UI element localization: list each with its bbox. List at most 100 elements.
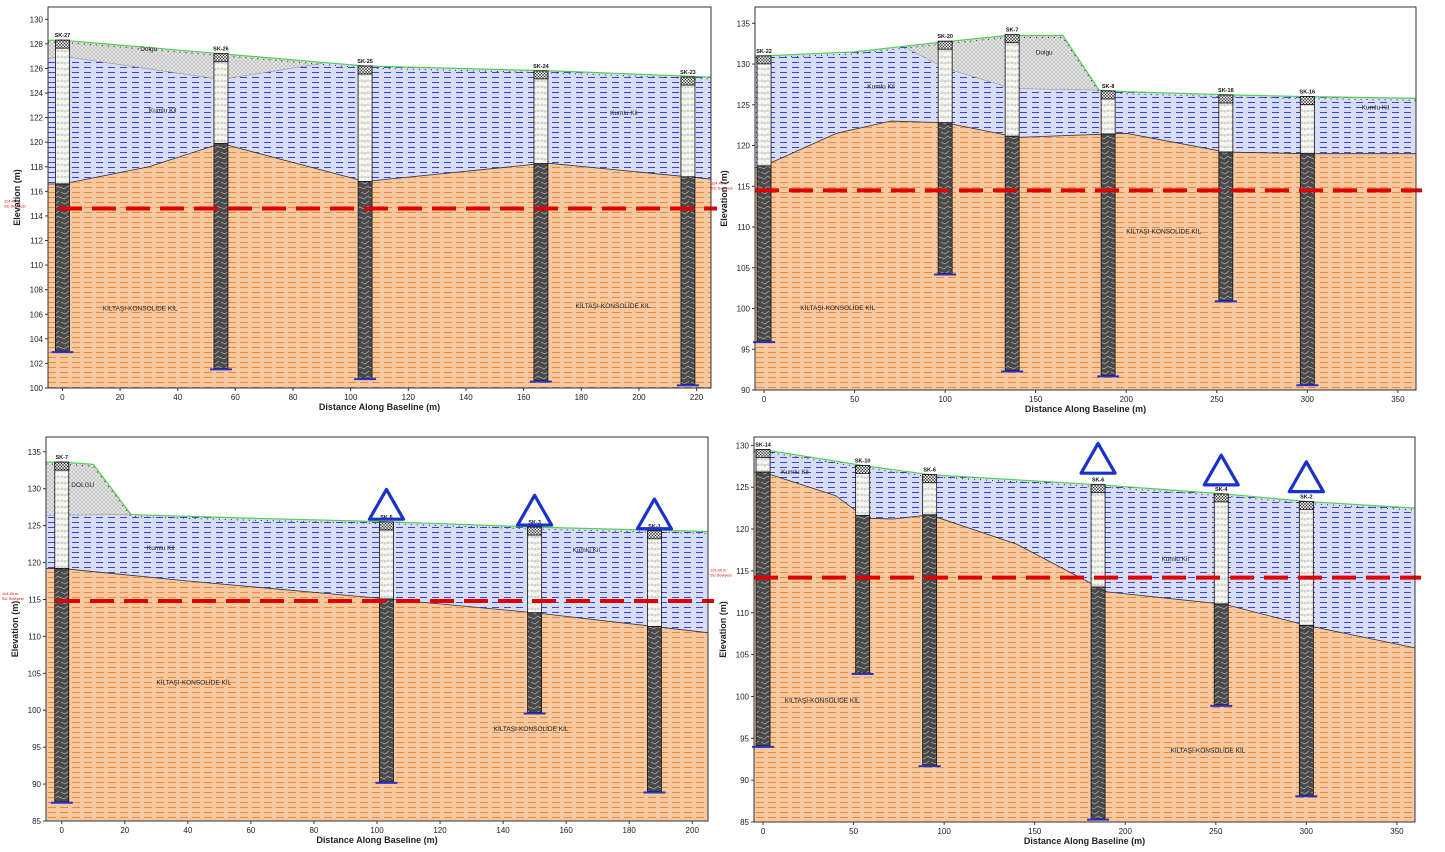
borehole-sk-24[interactable]: SK-24 bbox=[529, 64, 552, 383]
y-axis-title: Elevation (m) bbox=[10, 601, 20, 658]
layer-boundary-line bbox=[755, 120, 1416, 168]
x-tick-label: 300 bbox=[1301, 395, 1315, 404]
borehole-label: SK-3 bbox=[528, 520, 541, 526]
borehole-upper-column bbox=[756, 55, 772, 167]
borehole-cap bbox=[756, 55, 772, 65]
borehole-upper-column bbox=[54, 461, 70, 569]
borehole-sk-7[interactable]: SK-7 bbox=[50, 455, 73, 804]
borehole-sk-22[interactable]: SK-22 bbox=[753, 49, 776, 344]
x-tick-label: 160 bbox=[559, 826, 573, 835]
borehole-label: SK-14 bbox=[755, 443, 772, 449]
x-tick-label: 200 bbox=[1119, 827, 1133, 836]
plot-frame bbox=[753, 436, 1416, 823]
borehole-label: SK-23 bbox=[680, 70, 696, 76]
borehole-upper-column bbox=[213, 53, 229, 144]
layer-label: Dolgu bbox=[1036, 49, 1053, 56]
y-tick-label: 118 bbox=[30, 163, 43, 172]
borehole-cap bbox=[1090, 484, 1106, 494]
borehole-sk-3[interactable]: SK-3 bbox=[523, 520, 546, 715]
layer-label: KİLTAŞI-KONSOLİDE KİL bbox=[1126, 227, 1201, 236]
y-tick-label: 130 bbox=[736, 441, 750, 450]
borehole-sk-20[interactable]: SK-20 bbox=[934, 34, 957, 276]
x-tick-label: 100 bbox=[344, 393, 358, 402]
x-tick-label: 20 bbox=[120, 826, 129, 835]
x-tick-label: 300 bbox=[1300, 827, 1314, 836]
borehole-sk-6[interactable]: SK-6 bbox=[1087, 478, 1110, 821]
y-tick-label: 124 bbox=[30, 89, 44, 98]
layer-label: KİLTAŞI-KONSOLİDE KİL bbox=[800, 303, 875, 312]
y-tick-label: 130 bbox=[28, 485, 42, 494]
plot-frame bbox=[754, 6, 1417, 391]
claystone-layer bbox=[755, 121, 1416, 390]
y-tick-label: 120 bbox=[736, 525, 750, 534]
layer-label: KİLTAŞI-KONSOLİDE KİL bbox=[1171, 746, 1246, 755]
borehole-label: SK-22 bbox=[756, 49, 772, 55]
y-tick-label: 114 bbox=[30, 212, 43, 221]
groundwater-label: 114,40 m bbox=[2, 591, 19, 596]
borehole-sk-7[interactable]: SK-7 bbox=[1001, 28, 1024, 373]
x-tick-label: 40 bbox=[183, 826, 192, 835]
borehole-sk-2[interactable]: SK-2 bbox=[1295, 494, 1318, 798]
x-tick-label: 250 bbox=[1209, 827, 1223, 836]
layer-label: KİLTAŞI-KONSOLİDE KİL bbox=[576, 301, 651, 310]
borehole-cap bbox=[1004, 34, 1020, 44]
borehole-sk-26[interactable]: SK-26 bbox=[209, 47, 232, 371]
borehole-upper-column bbox=[1004, 34, 1020, 137]
x-tick-label: 50 bbox=[849, 827, 858, 836]
borehole-sk-8[interactable]: SK-8 bbox=[1097, 84, 1120, 378]
x-tick-label: 100 bbox=[937, 827, 951, 836]
borehole-label: SK-10 bbox=[855, 458, 871, 464]
borehole-label: SK-6 bbox=[1092, 478, 1105, 484]
y-tick-label: 125 bbox=[736, 483, 750, 492]
groundwater-label: 114,40 m bbox=[4, 199, 21, 204]
borehole-sk-18[interactable]: SK-18 bbox=[1214, 88, 1237, 303]
x-tick-label: 250 bbox=[1210, 395, 1224, 404]
layer-label: KİLTAŞI-KONSOLİDE KİL bbox=[785, 695, 860, 704]
y-tick-label: 100 bbox=[28, 706, 42, 715]
borehole-lower-column bbox=[527, 612, 543, 713]
y-tick-label: 122 bbox=[30, 114, 44, 123]
borehole-label: SK-8 bbox=[1102, 84, 1115, 90]
borehole-lower-column bbox=[937, 122, 953, 274]
borehole-sk-25[interactable]: SK-25 bbox=[354, 59, 377, 381]
borehole-label: SK-7 bbox=[1006, 28, 1019, 34]
y-tick-label: 125 bbox=[737, 101, 751, 110]
borehole-upper-column bbox=[533, 70, 549, 165]
borehole-lower-column bbox=[855, 515, 871, 674]
sandy-clay-layer bbox=[755, 35, 1416, 168]
sandy-clay-layer bbox=[46, 462, 708, 633]
y-tick-label: 125 bbox=[28, 522, 42, 531]
x-tick-label: 220 bbox=[690, 393, 704, 402]
borehole-sk-10[interactable]: SK-10 bbox=[851, 458, 874, 676]
borehole-cap bbox=[1213, 493, 1229, 503]
groundwater-label: SU Seviyesi bbox=[4, 204, 26, 209]
borehole-lower-column bbox=[1004, 135, 1020, 371]
ground-surface-line bbox=[754, 448, 1415, 509]
x-axis-title: Distance Along Baseline (m) bbox=[1025, 404, 1146, 414]
borehole-lower-column bbox=[213, 143, 229, 369]
borehole-sk-27[interactable]: SK-27 bbox=[51, 33, 74, 354]
borehole-label: SK-27 bbox=[55, 33, 71, 39]
borehole-upper-column bbox=[1298, 501, 1314, 626]
borehole-sk-4[interactable]: SK-4 bbox=[1210, 487, 1233, 707]
borehole-upper-column bbox=[680, 76, 696, 178]
borehole-upper-column bbox=[379, 521, 394, 600]
borehole-upper-column bbox=[937, 40, 953, 124]
x-tick-label: 80 bbox=[289, 393, 298, 402]
borehole-sk-23[interactable]: SK-23 bbox=[676, 70, 699, 387]
y-tick-label: 85 bbox=[740, 818, 749, 827]
x-axis-title: Distance Along Baseline (m) bbox=[1024, 836, 1145, 846]
borehole-sk-16[interactable]: SK-16 bbox=[1296, 90, 1319, 387]
borehole-sk-14[interactable]: SK-14 bbox=[752, 443, 775, 748]
x-tick-label: 80 bbox=[309, 826, 318, 835]
y-tick-label: 115 bbox=[28, 595, 41, 604]
layer-label: Kumlu Kil bbox=[1161, 556, 1189, 563]
x-tick-label: 60 bbox=[231, 393, 240, 402]
borehole-label: SK-4 bbox=[1215, 487, 1228, 493]
